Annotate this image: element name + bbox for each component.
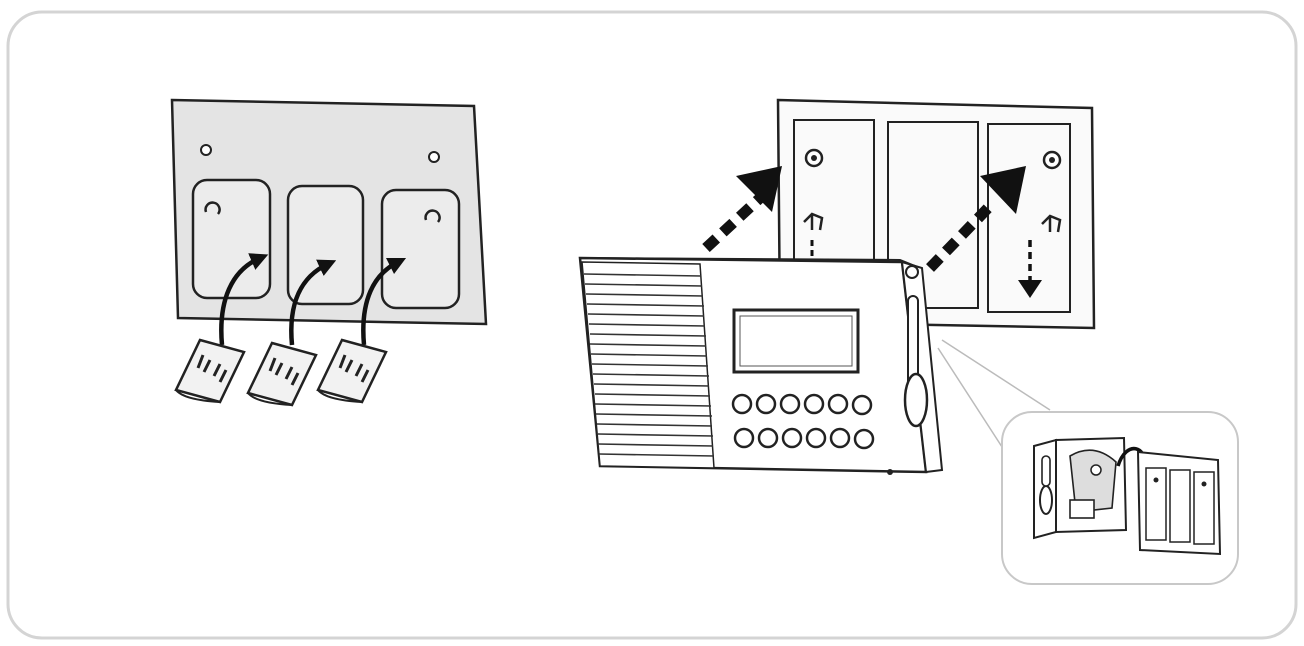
curved-arrow-right	[361, 257, 407, 346]
screw-hole-right	[428, 151, 440, 163]
step-hang-radio-on-plate	[578, 98, 1096, 475]
plate-hook-icon-right	[1041, 214, 1062, 233]
radio-display	[732, 308, 860, 374]
plate-screw-left-inner	[811, 155, 817, 161]
plate-hook-icon-left	[803, 212, 824, 231]
adhesive-pad-right	[316, 338, 388, 404]
screw-hole-left	[200, 144, 212, 156]
callout-line-top	[941, 339, 1051, 411]
radio-side-slot	[907, 295, 919, 387]
plate-screw-right-inner	[1049, 157, 1055, 163]
speaker-grille-lines	[583, 273, 715, 457]
step-attach-adhesive-pads	[170, 98, 488, 407]
radio-buttons-row-2	[733, 427, 875, 450]
radio-foot	[887, 469, 893, 475]
hook-icon-left	[204, 201, 221, 215]
plate-panel-right	[987, 123, 1071, 313]
inset-wall-plate	[1136, 450, 1222, 556]
down-arrow-right	[1018, 240, 1042, 298]
pad-recess-middle	[286, 184, 365, 306]
adhesive-pad-middle	[246, 341, 318, 407]
radio-side-button	[905, 265, 919, 279]
curved-arrow-middle	[289, 259, 337, 346]
inset-radio-back	[1033, 436, 1128, 540]
radio	[578, 256, 944, 475]
dashed-arrow-left	[702, 166, 782, 253]
adhesive-pad-left	[174, 338, 246, 404]
callout-line-bottom	[937, 347, 1005, 451]
detail-inset	[937, 339, 1239, 585]
radio-tuning-knob	[903, 372, 929, 428]
hook-icon-right	[424, 209, 441, 223]
pad-recess-right	[380, 188, 461, 310]
radio-buttons-row-1	[731, 393, 873, 416]
radio-display-inner	[739, 315, 853, 367]
curved-arrow-left	[219, 253, 269, 346]
dashed-arrow-right	[926, 166, 1026, 272]
